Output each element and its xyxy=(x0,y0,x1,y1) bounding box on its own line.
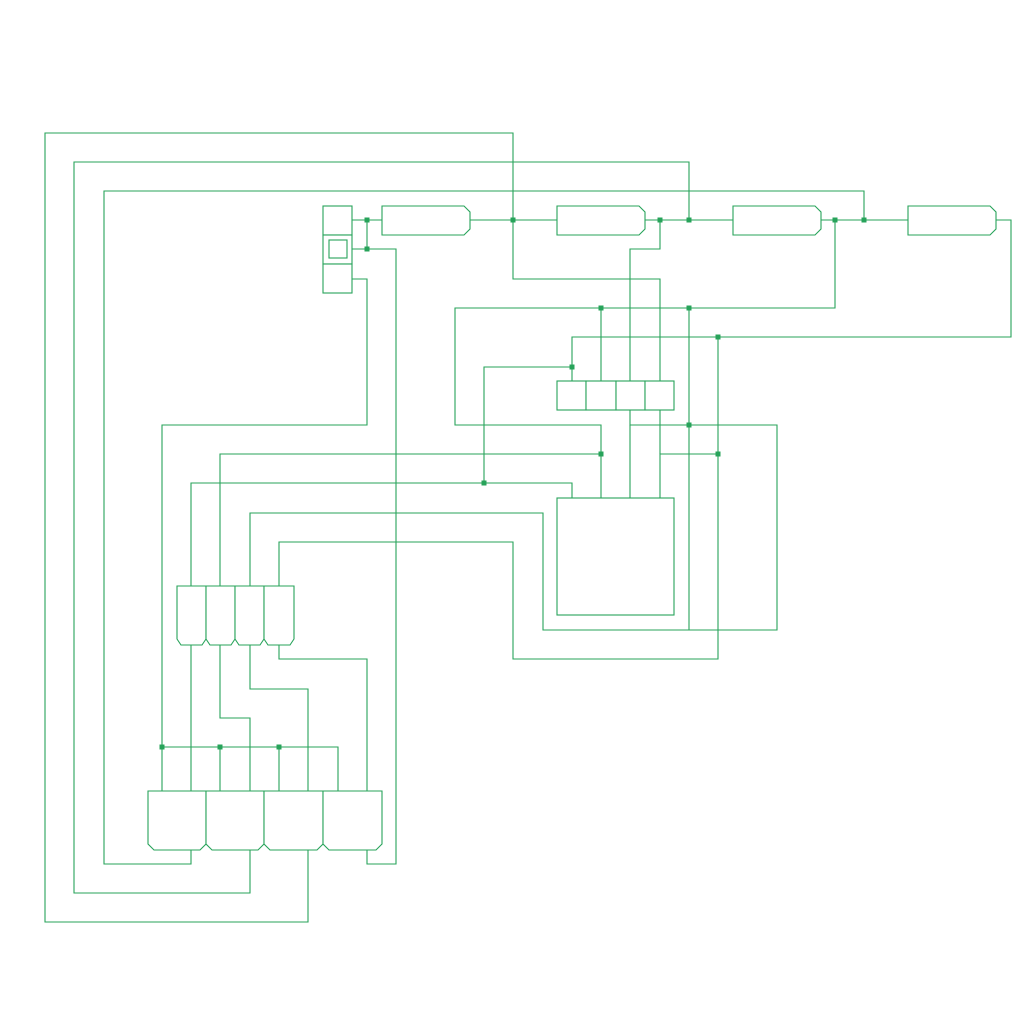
wire xyxy=(278,337,719,660)
wire xyxy=(73,161,690,894)
junction-dot xyxy=(364,246,370,252)
chain-stage-4 xyxy=(907,205,997,236)
junction-dot xyxy=(686,422,692,428)
junction-dot xyxy=(686,305,692,311)
chain-stage-2 xyxy=(556,205,646,236)
input-block-bottom xyxy=(322,263,353,294)
register-cell-3 xyxy=(615,380,646,411)
junction-dot xyxy=(657,217,663,223)
lower-block-2 xyxy=(205,790,265,851)
lower-block-1 xyxy=(147,790,207,851)
upper-cell-2 xyxy=(205,585,236,646)
junction-dot xyxy=(510,217,516,223)
wire xyxy=(454,220,836,498)
junction-dot xyxy=(686,217,692,223)
wire xyxy=(249,645,309,791)
wire xyxy=(659,453,718,498)
upper-cell-4 xyxy=(263,585,295,646)
lower-block-3 xyxy=(263,790,324,851)
junction-dot xyxy=(861,217,867,223)
register-cell-1 xyxy=(556,380,587,411)
wire xyxy=(219,645,251,791)
wire xyxy=(161,278,368,791)
register-cell-2 xyxy=(585,380,617,411)
junctions xyxy=(159,217,867,750)
wire xyxy=(352,248,397,865)
junction-dot xyxy=(715,334,721,340)
wire xyxy=(484,482,573,498)
junction-dot xyxy=(598,305,604,311)
wire xyxy=(278,645,368,791)
central-block xyxy=(556,497,675,616)
lower-block-4 xyxy=(322,790,383,851)
upper-cell-3 xyxy=(234,585,265,646)
junction-dot xyxy=(715,451,721,457)
junction-dot xyxy=(364,217,370,223)
wire xyxy=(103,190,865,865)
upper-cell-1 xyxy=(176,585,207,646)
junction-dot xyxy=(159,744,165,750)
wire xyxy=(249,308,690,631)
wire xyxy=(44,132,514,923)
wire xyxy=(629,220,661,381)
wire xyxy=(190,366,572,586)
register-cell-4 xyxy=(644,380,675,411)
chain-stage-1 xyxy=(381,205,471,236)
junction-dot xyxy=(481,480,487,486)
input-block-inner-square xyxy=(328,239,348,259)
junction-dot xyxy=(276,744,282,750)
junction-dot xyxy=(217,744,223,750)
wire xyxy=(571,219,1012,410)
components xyxy=(147,205,997,851)
chain-stage-3 xyxy=(732,205,822,236)
wire xyxy=(219,453,601,586)
wire xyxy=(629,410,778,631)
junction-dot xyxy=(832,217,838,223)
junction-dot xyxy=(569,364,575,370)
input-block-top xyxy=(322,205,353,236)
wire xyxy=(512,220,661,381)
junction-dot xyxy=(598,451,604,457)
